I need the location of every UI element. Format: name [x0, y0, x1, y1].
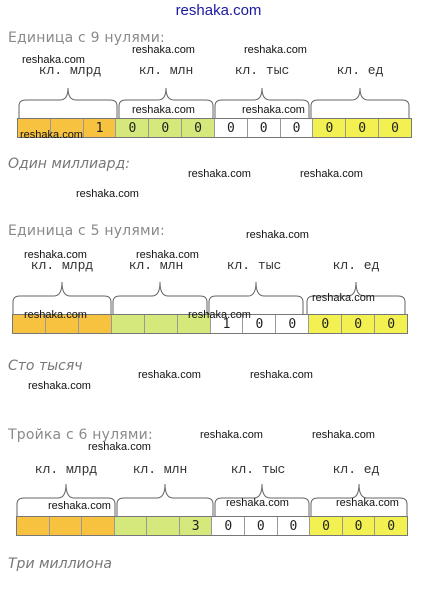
watermark: reshaka.com	[132, 104, 195, 116]
digit-cell	[49, 517, 83, 535]
example-1-label-thousand: кл. тыс	[234, 63, 290, 78]
digit-cell: 0	[342, 315, 376, 333]
example-1-description: Один миллиард:	[8, 156, 130, 172]
digit-cell: 0	[243, 315, 277, 333]
example-1-label-units: кл. ед	[336, 63, 384, 78]
example-2-label-million: кл. млн	[128, 258, 184, 273]
example-2-brace-million	[112, 281, 208, 314]
watermark: reshaka.com	[132, 44, 195, 56]
watermark: reshaka.com	[24, 309, 87, 321]
example-2-heading: Единица с 5 нулями:	[8, 223, 165, 239]
example-2-brace-thousand	[208, 281, 304, 314]
digit-cell: 0	[313, 119, 347, 137]
example-1-brace-million	[118, 87, 214, 118]
digit-cell	[114, 517, 148, 535]
watermark: reshaka.com	[136, 249, 199, 261]
watermark: reshaka.com	[250, 369, 313, 381]
digit-cell	[78, 315, 112, 333]
watermark: reshaka.com	[88, 441, 151, 453]
example-2-label-thousand: кл. тыс	[226, 258, 282, 273]
watermark: reshaka.com	[188, 309, 251, 321]
digit-cell	[147, 517, 180, 535]
digit-cell: 3	[179, 517, 213, 535]
example-1-brace-billion	[18, 87, 118, 118]
example-2-label-units: кл. ед	[332, 258, 380, 273]
example-3-label-billion: кл. млрд	[34, 462, 98, 477]
site-title[interactable]: reshaka.com	[175, 2, 262, 19]
digit-cell: 0	[375, 315, 408, 333]
watermark: reshaka.com	[20, 129, 83, 141]
digit-cell: 0	[212, 517, 246, 535]
example-2-label-billion: кл. млрд	[30, 258, 94, 273]
example-2-brace-billion	[12, 281, 112, 314]
digit-cell	[45, 315, 79, 333]
digit-cell: 0	[280, 119, 314, 137]
example-3-brace-units	[310, 483, 408, 516]
watermark: reshaka.com	[312, 429, 375, 441]
watermark: reshaka.com	[300, 168, 363, 180]
digit-cell: 1	[210, 315, 244, 333]
watermark: reshaka.com	[28, 380, 91, 392]
watermark: reshaka.com	[48, 500, 111, 512]
watermark: reshaka.com	[336, 497, 399, 509]
watermark: reshaka.com	[242, 104, 305, 116]
watermark: reshaka.com	[246, 229, 309, 241]
watermark: reshaka.com	[138, 369, 201, 381]
example-1-label-million: кл. млн	[138, 63, 194, 78]
example-3-label-million: кл. млн	[132, 462, 188, 477]
digit-cell	[13, 315, 46, 333]
example-3-heading: Тройка с 6 нулями:	[8, 427, 153, 443]
watermark: reshaka.com	[312, 292, 375, 304]
digit-cell	[177, 315, 211, 333]
watermark: reshaka.com	[244, 44, 307, 56]
digit-cell: 0	[309, 315, 343, 333]
digit-cell: 0	[379, 119, 411, 137]
digit-cell	[50, 119, 84, 137]
digit-cell: 0	[346, 119, 380, 137]
digit-cell: 0	[149, 119, 183, 137]
digit-cell: 0	[182, 119, 215, 137]
digit-cell	[17, 517, 50, 535]
example-2-brace-units	[306, 281, 406, 314]
watermark: reshaka.com	[76, 188, 139, 200]
example-1-heading: Единица с 9 нулями:	[8, 30, 165, 46]
digit-cell: 0	[375, 517, 407, 535]
example-1-brace-thousand	[214, 87, 310, 118]
digit-cell: 0	[116, 119, 150, 137]
watermark: reshaka.com	[200, 429, 263, 441]
example-3-brace-thousand	[214, 483, 310, 516]
example-3-description: Три миллиона	[8, 556, 112, 572]
digit-cell	[18, 119, 51, 137]
example-3-label-thousand: кл. тыс	[230, 462, 286, 477]
digit-cell: 0	[247, 119, 281, 137]
example-1-label-billion: кл. млрд	[38, 63, 102, 78]
watermark: reshaka.com	[24, 249, 87, 261]
digit-cell: 0	[277, 517, 311, 535]
example-2-description: Сто тысяч	[8, 358, 83, 374]
example-3-brace-million	[116, 483, 214, 516]
watermark: reshaka.com	[188, 168, 251, 180]
digit-cell: 1	[83, 119, 117, 137]
digit-cell	[82, 517, 115, 535]
watermark: reshaka.com	[22, 54, 85, 66]
digit-cell: 0	[342, 517, 376, 535]
digit-cell	[111, 315, 145, 333]
example-3-label-units: кл. ед	[332, 462, 380, 477]
digit-cell: 0	[310, 517, 343, 535]
watermark: reshaka.com	[226, 497, 289, 509]
digit-cell: 0	[214, 119, 248, 137]
example-3-brace-billion	[16, 483, 116, 516]
digit-cell	[144, 315, 178, 333]
digit-cell: 0	[276, 315, 310, 333]
example-1-brace-units	[310, 87, 410, 118]
digit-cell: 0	[245, 517, 278, 535]
